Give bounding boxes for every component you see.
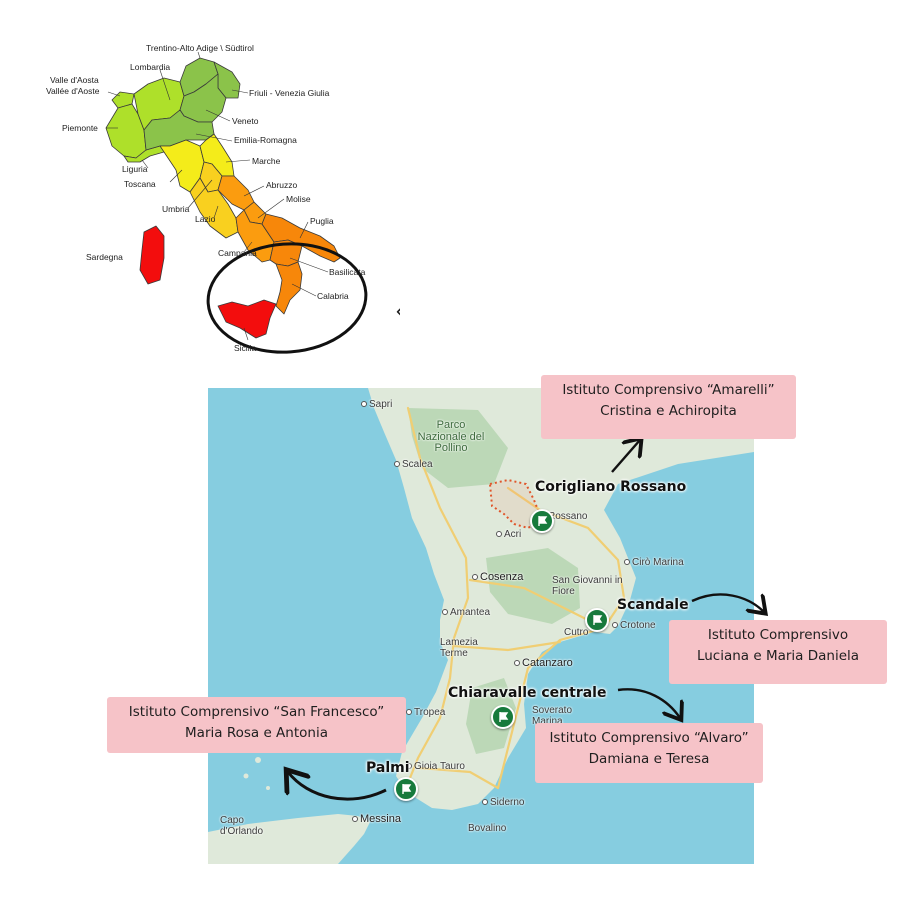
callout-scandale: Istituto Comprensivo Luciana e Maria Dan… [669, 620, 887, 684]
island-2 [243, 773, 249, 779]
label-toscana: Toscana [124, 179, 156, 189]
region-sicilia [217, 299, 277, 339]
place-capo-orlando: Capo d'Orlando [220, 815, 264, 837]
place-soverato: Soverato Marina [532, 705, 573, 727]
pin-corigliano-rossano[interactable] [530, 509, 554, 533]
place-lamezia: Lamezia Terme [440, 637, 478, 659]
label-trentino: Trentino-Alto Adige \ Südtirol [146, 43, 254, 53]
road-gioia [418, 766, 500, 790]
flag-icon [538, 516, 548, 526]
label-vallee-aoste: Vallée d'Aoste [46, 86, 100, 96]
region-valle-aosta [111, 91, 135, 109]
road-lamezia [452, 640, 562, 652]
callout-amarelli: Istituto Comprensivo “Amarelli” Cristina… [541, 375, 796, 439]
island-1 [255, 757, 261, 763]
callout-san-francesco-line2: Maria Rosa e Antonia [185, 725, 328, 741]
label-liguria: Liguria [122, 164, 148, 174]
place-gioia-tauro: Gioia Tauro [406, 761, 465, 773]
place-ciro-marina: Cirò Marina [624, 557, 684, 569]
label-veneto: Veneto [232, 116, 259, 126]
region-sardegna [139, 225, 165, 285]
callout-scandale-line1: Istituto Comprensivo [707, 627, 849, 643]
callout-san-francesco: Istituto Comprensivo “San Francesco” Mar… [107, 697, 406, 753]
label-valle-aosta: Valle d'Aosta [50, 75, 99, 85]
label-calabria: Calabria [317, 291, 349, 301]
label-molise: Molise [286, 194, 311, 204]
label-lazio: Lazio [195, 214, 216, 224]
label-abruzzo: Abruzzo [266, 180, 298, 190]
place-rossano: Rossano [548, 511, 588, 522]
label-marche: Marche [252, 156, 281, 166]
place-tropea: Tropea [406, 707, 445, 719]
municipality-boundary [488, 478, 544, 530]
callout-alvaro: Istituto Comprensivo “Alvaro” Damiana e … [535, 723, 763, 783]
callout-san-francesco-line1: Istituto Comprensivo “San Francesco” [128, 704, 385, 720]
place-cutro: Cutro [564, 627, 589, 638]
place-scalea: Scalea [394, 459, 433, 471]
place-amantea: Amantea [442, 607, 490, 619]
city-chiaravalle: Chiaravalle centrale [448, 685, 607, 701]
label-lombardia: Lombardia [130, 62, 171, 72]
island-3 [266, 786, 270, 790]
callout-alvaro-line2: Damiana e Teresa [588, 751, 710, 767]
place-siderno: Siderno [482, 797, 524, 809]
road-a2 [404, 406, 470, 790]
place-sapri: Sapri [361, 399, 392, 411]
place-cosenza: Cosenza [472, 571, 523, 584]
callout-amarelli-line2: Cristina e Achiropita [600, 403, 737, 419]
place-pollino: Parco Nazionale del Pollino [417, 419, 485, 455]
city-scandale: Scandale [617, 597, 689, 613]
arrow-to-detail-icon [396, 306, 400, 348]
label-puglia: Puglia [310, 216, 334, 226]
callout-scandale-line2: Luciana e Maria Daniela [696, 648, 860, 664]
place-san-giovanni: San Giovanni in Fiore [552, 575, 623, 597]
callout-amarelli-line1: Istituto Comprensivo “Amarelli” [562, 382, 775, 398]
road-crotone [468, 578, 590, 622]
place-bovalino: Bovalino [468, 823, 507, 834]
label-sicilia: Sicilia [234, 343, 257, 353]
highlight-circle [206, 242, 368, 354]
label-piemonte: Piemonte [62, 123, 98, 133]
pin-chiaravalle[interactable] [491, 705, 515, 729]
label-basilicata: Basilicata [329, 267, 366, 277]
label-umbria: Umbria [162, 204, 190, 214]
label-sardegna: Sardegna [86, 252, 123, 262]
pin-palmi[interactable] [394, 777, 418, 801]
place-catanzaro: Catanzaro [514, 657, 573, 670]
region-calabria [275, 261, 303, 315]
callout-alvaro-line1: Istituto Comprensivo “Alvaro” [549, 730, 749, 746]
city-corigliano-rossano: Corigliano Rossano [535, 479, 687, 495]
pin-scandale[interactable] [585, 608, 609, 632]
flag-icon [402, 784, 412, 794]
place-messina: Messina [352, 813, 401, 826]
land-sicily [208, 814, 370, 864]
italy-overview-map: Trentino-Alto Adige \ Südtirol Lombardia… [0, 0, 400, 370]
label-friuli: Friuli - Venezia Giulia [249, 88, 330, 98]
place-acri: Acri [496, 529, 521, 541]
flag-icon [499, 712, 509, 722]
label-emilia: Emilia-Romagna [234, 135, 297, 145]
place-crotone: Crotone [612, 620, 656, 632]
forest-pollino [408, 408, 508, 488]
flag-icon [593, 615, 603, 625]
label-campania: Campania [218, 248, 257, 258]
city-palmi: Palmi [366, 760, 410, 776]
